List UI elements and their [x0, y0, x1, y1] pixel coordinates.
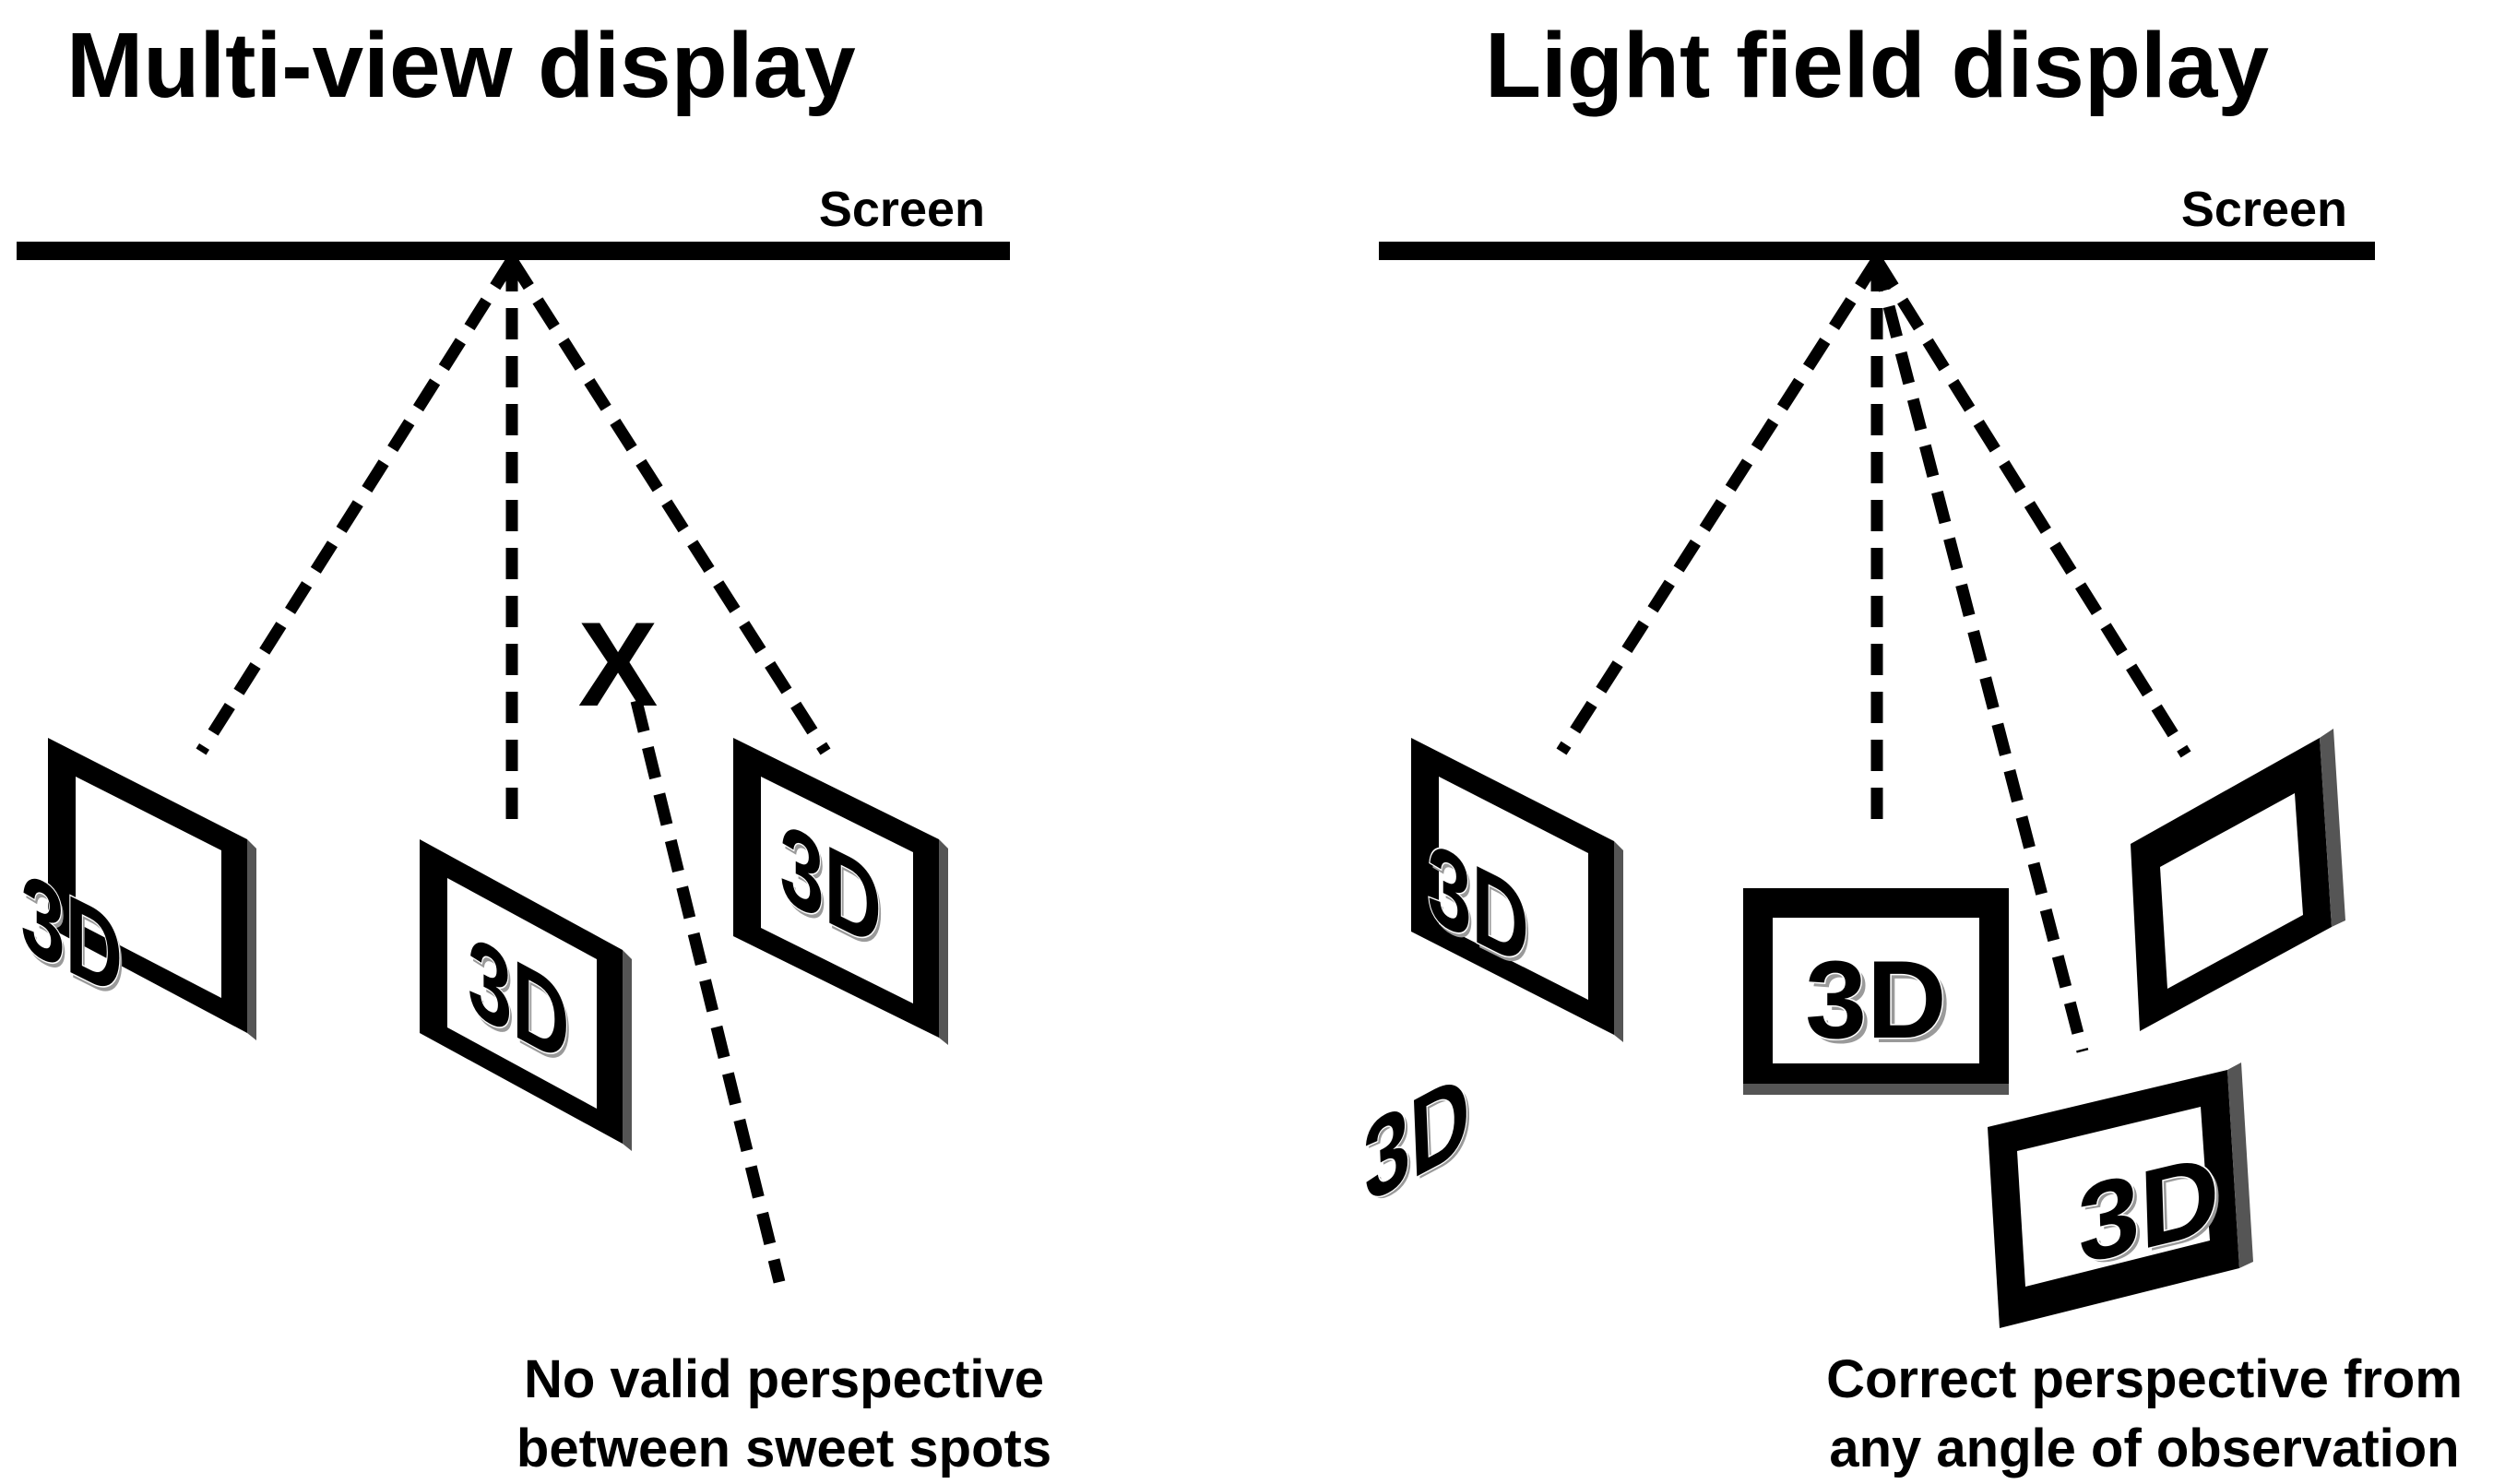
multi-view-frame-1: 3D 3D [19, 738, 256, 1040]
light-field-frame-2: 3D 3D [1743, 888, 2009, 1095]
multi-view-frame-3: 3D 3D [733, 738, 948, 1045]
light-field-caption-line-2: any angle of observation [1829, 1419, 2459, 1478]
light-field-frame-2-3d-label-shadow: 3D [1810, 943, 1951, 1066]
multi-view-ray-left [196, 256, 517, 755]
light-field-screen-label: Screen [2181, 182, 2347, 237]
light-field-title: Light field display [1485, 14, 2269, 117]
light-field-frame-3: 3D 3D [1360, 729, 2345, 1230]
multi-view-panel: Multi-view display Screen X 3D 3D 3D [17, 14, 1051, 1478]
multi-view-caption-line-2: between sweet spots [516, 1419, 1051, 1478]
light-field-frame-2-3d-label: 3D [1805, 938, 1946, 1062]
light-field-ray-1 [1556, 256, 1882, 755]
invalid-perspective-x-mark: X [578, 597, 659, 731]
light-field-panel: Light field display Screen 3D 3D 3D 3D [1360, 14, 2463, 1478]
multi-view-screen-label: Screen [819, 182, 985, 237]
multi-view-title: Multi-view display [66, 14, 856, 117]
light-field-ray-3 [1870, 258, 2089, 1053]
light-field-caption-line-1: Correct perspective from [1826, 1349, 2463, 1409]
light-field-ray-4 [1871, 256, 2191, 758]
light-field-frame-4: 3D 3D [1988, 1063, 2253, 1328]
multi-view-frame-2: 3D 3D [420, 839, 632, 1151]
light-field-frame-3-3d-label: 3D [1361, 1047, 1472, 1228]
multi-view-ray-between [630, 699, 786, 1284]
multi-view-caption-line-1: No valid perspective [524, 1349, 1044, 1409]
light-field-frame-1: 3D 3D [1411, 738, 1623, 1042]
multi-view-ray-right [506, 256, 831, 755]
